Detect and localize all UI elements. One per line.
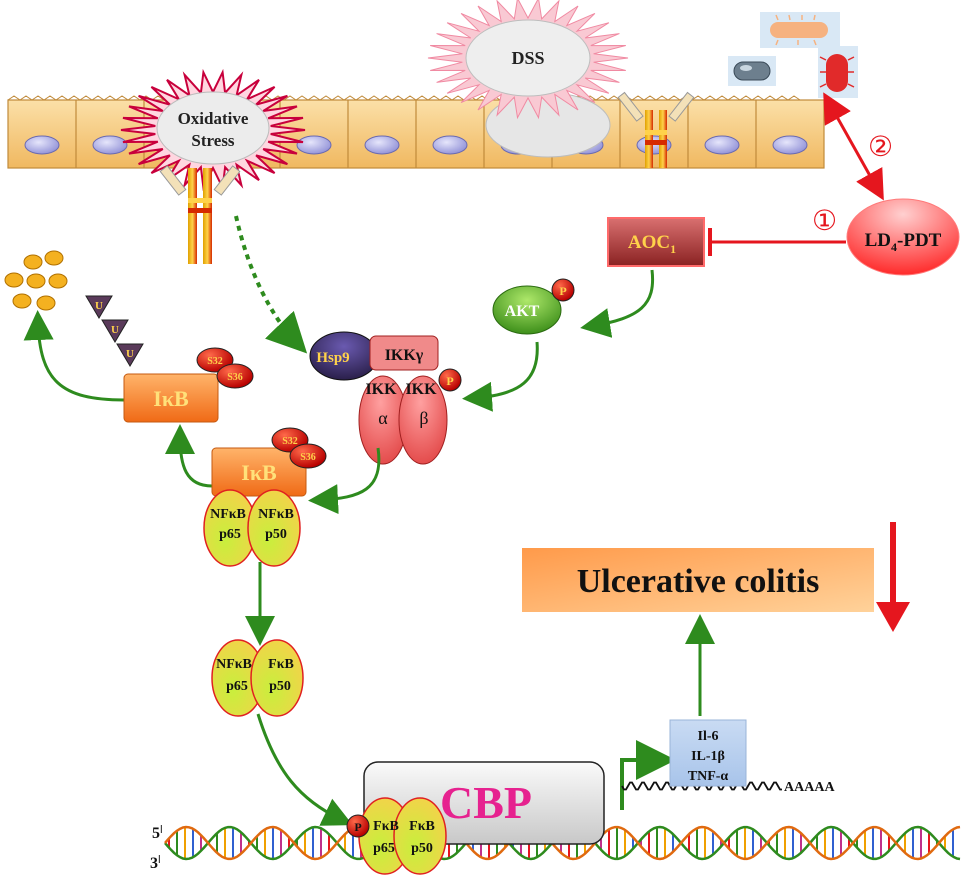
ikb-phosphorylated: IκB S32 S36: [123, 347, 254, 423]
dna-5-prime: 5ǀ: [152, 822, 163, 842]
transcription-start-arrow: [620, 740, 676, 810]
nfkb-dna-bound: P FκB p65 FκB p50: [346, 797, 447, 875]
akt-node: AKT P: [492, 278, 575, 335]
nfkb-bound: NFκB p65 NFκB p50: [203, 489, 301, 567]
ikk-alpha-top: IKK: [365, 381, 397, 398]
aoc1-node: AOC1: [607, 217, 705, 267]
oxidative-stress-line1: Oxidative: [178, 109, 249, 128]
nfkb-dna-p50: p50: [411, 841, 433, 856]
cytokines-box: Il-6 IL-1β TNF-α: [669, 719, 747, 787]
cytokine-il1b: IL-1β: [691, 749, 725, 764]
ubiquitin-chain: U U U: [85, 295, 144, 367]
hsp-label: Hsp9: [316, 350, 349, 366]
ubiquitin-2: U: [111, 324, 119, 336]
ubiquitin-3: U: [126, 348, 134, 360]
ikb-degradation-arrow: [23, 310, 125, 402]
ikk-complex: Hsp9 IKKγ IKK α IKK β P: [309, 331, 462, 465]
oxidative-stress-line2: Stress: [191, 131, 235, 150]
colitis-decrease-arrowhead: [876, 602, 910, 632]
nfkb-dna-p65-name: FκB: [373, 819, 399, 834]
ikb-release-arrow: [165, 424, 213, 488]
step-1-label: ①: [812, 204, 837, 237]
ld4-pdt-node: LD4-PDT: [846, 198, 960, 276]
ikk-phospho: P: [446, 374, 453, 388]
mrna-polya: AAAAA: [784, 780, 835, 795]
nfkb-bound-p50: p50: [265, 527, 287, 542]
ikb-bound-label: IκB: [241, 460, 277, 485]
ikb-top-label: IκB: [153, 386, 189, 411]
nfkb-free-p50: p50: [269, 679, 291, 694]
aoc1-label: AOC1: [628, 232, 676, 256]
oxidative-stress-burst: Oxidative Stress: [120, 68, 306, 192]
nfkb-free-p65-name: NFκB: [216, 657, 252, 672]
akt-label: AKT: [505, 303, 540, 320]
cbp-label: CBP: [440, 777, 532, 828]
ikk-beta-bottom: β: [419, 408, 428, 428]
nfkb-bound-p65: p65: [219, 527, 241, 542]
nfkb-free: NFκB p65 FκB p50: [211, 639, 304, 717]
cytokine-il6: Il-6: [698, 729, 719, 744]
nfkb-dna-p65: p65: [373, 841, 395, 856]
ubiquitin-1: U: [95, 300, 103, 312]
nfkb-dna-arrow: [256, 713, 353, 826]
dss-burst: DSS: [427, 0, 629, 120]
nfkb-bound-p50-name: NFκB: [258, 507, 294, 522]
bacteria-icons: [728, 12, 858, 98]
nfkb-bound-p65-name: NFκB: [210, 507, 246, 522]
degradation-dots: [4, 250, 68, 311]
inhibition-line: [708, 228, 846, 256]
nfkb-dna-phospho: P: [354, 820, 361, 834]
cytokine-tnfa: TNF-α: [688, 769, 729, 784]
bacteria-ld4-arrow: [823, 92, 884, 201]
ikk-alpha-bottom: α: [378, 408, 388, 428]
nfkb-free-p65: p65: [226, 679, 248, 694]
ikk-ikb-arrow: [308, 447, 381, 515]
ikk-beta-top: IKK: [405, 381, 437, 398]
dss-label: DSS: [511, 48, 544, 68]
ikb-bound-s32: S32: [282, 436, 298, 447]
dna-3-prime: 3ǀ: [150, 852, 161, 872]
receptor-right: [617, 91, 695, 168]
receptor-left: [159, 165, 241, 264]
ikb-top-s36: S36: [227, 372, 243, 383]
nfkb-free-p50-name: FκB: [268, 657, 294, 672]
receptor-ikk-dotted-arrow: [234, 215, 308, 354]
ikb-top-s32: S32: [207, 356, 223, 367]
ikb-bound: IκB S32 S36: [211, 427, 327, 497]
ikk-gamma-label: IKKγ: [385, 347, 424, 364]
aoc1-akt-arrow: [580, 269, 655, 338]
ikb-bound-s36: S36: [300, 452, 316, 463]
akt-ikk-arrow: [462, 341, 539, 412]
ld4-pdt-label: LD4-PDT: [865, 230, 942, 254]
step-2-label: ②: [868, 130, 893, 163]
ulcerative-colitis-box: Ulcerative colitis: [522, 548, 874, 612]
nfkb-dna-p50-name: FκB: [409, 819, 435, 834]
akt-phospho: P: [559, 284, 566, 298]
ulcerative-colitis-label: Ulcerative colitis: [577, 563, 820, 600]
